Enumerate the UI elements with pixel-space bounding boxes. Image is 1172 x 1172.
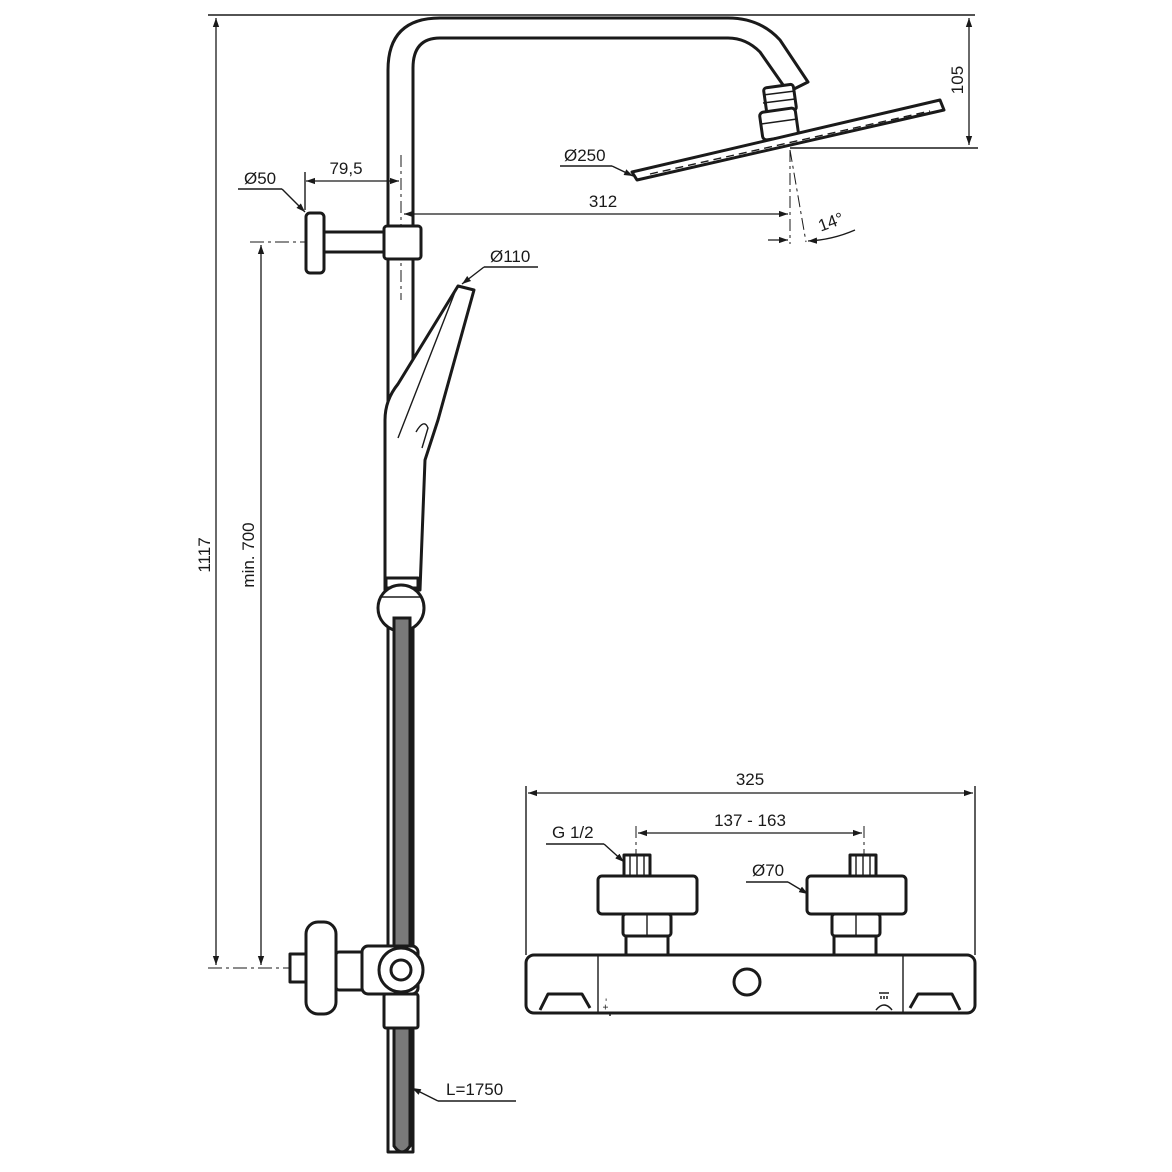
label-head-tilt: 14° — [816, 209, 847, 236]
label-mixer-width: 325 — [736, 770, 764, 789]
label-min-height: min. 700 — [239, 522, 258, 587]
label-hose-length: L=1750 — [446, 1080, 503, 1099]
label-hand-shower-diameter: Ø110 — [490, 247, 530, 266]
dimension-hose-length: L=1750 — [411, 1080, 516, 1102]
shower-hose — [392, 616, 412, 1154]
dimension-min-height: min. 700 — [239, 241, 330, 965]
head-shower-connector — [758, 82, 800, 142]
head-shower — [630, 98, 946, 182]
dimension-head-drop: 105 — [790, 18, 978, 149]
dimension-head-projection: 312 — [404, 192, 788, 218]
label-flange-diameter: Ø50 — [244, 169, 276, 188]
dimension-head-tilt: 14° — [768, 149, 856, 244]
label-total-height: 1117 — [195, 537, 214, 572]
dimension-flange-diameter: Ø50 — [238, 169, 306, 213]
dimension-head-diameter: Ø250 — [560, 146, 634, 177]
label-arm-offset: 79,5 — [329, 159, 362, 178]
column-diverter-body — [288, 920, 425, 1030]
label-head-projection: 312 — [589, 192, 617, 211]
label-head-diameter: Ø250 — [564, 146, 606, 165]
label-inlet-thread: G 1/2 — [552, 823, 594, 842]
shower-symbol-icon — [875, 992, 893, 1011]
dimension-hand-shower-diameter: Ø110 — [461, 247, 538, 285]
temperature-control-marking: + - — [601, 998, 612, 1016]
label-head-drop: 105 — [948, 66, 967, 94]
dimension-inlet-thread: G 1/2 — [546, 823, 625, 863]
dimension-arm-offset: 79,5 — [304, 159, 399, 210]
label-temperature-marking: + - — [601, 998, 612, 1010]
wall-bracket — [304, 211, 423, 275]
mixer-left-inlet — [596, 853, 699, 966]
dimension-escutcheon-diameter: Ø70 — [746, 861, 809, 895]
mixer-right-inlet — [805, 853, 908, 966]
dimension-mixer-width: 325 — [525, 770, 976, 955]
label-escutcheon-diameter: Ø70 — [752, 861, 784, 880]
hand-shower — [383, 284, 476, 592]
label-inlet-centres: 137 - 163 — [714, 811, 786, 830]
dimension-inlet-centres: 137 - 163 — [635, 811, 865, 880]
dimension-total-height: 1117 — [195, 14, 975, 969]
riser-pipe — [386, 16, 810, 1154]
thermostatic-mixer-body — [524, 953, 977, 1015]
